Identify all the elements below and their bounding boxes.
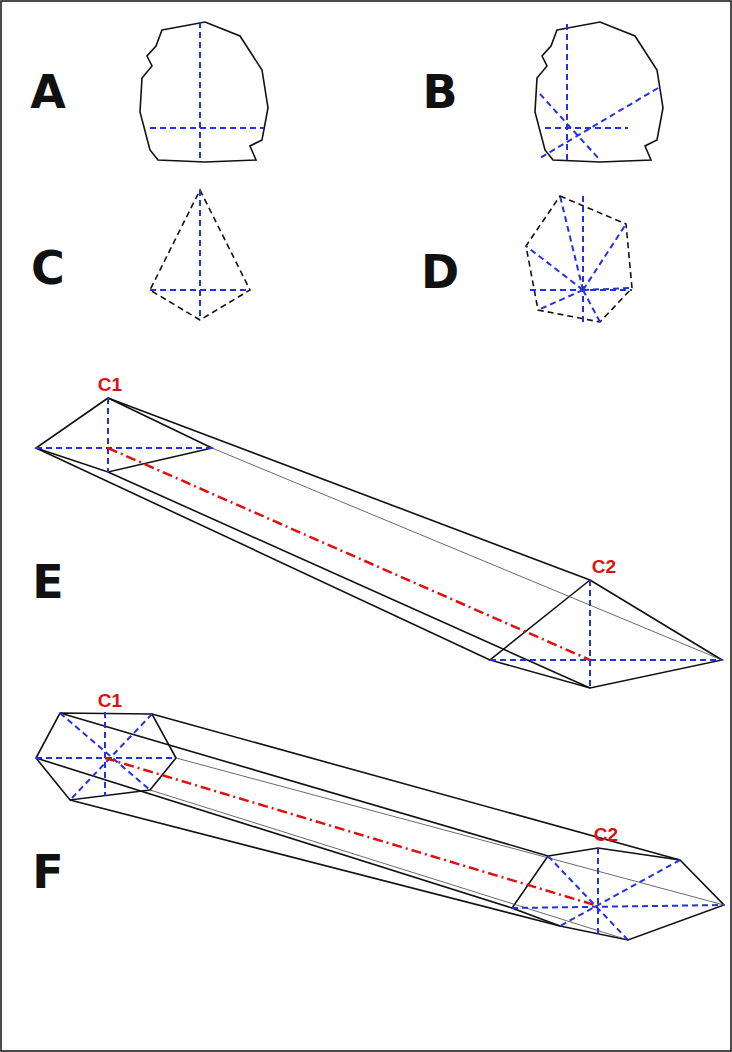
section-label: C2 [594,825,618,844]
kite-approximation [150,190,250,320]
panel-letter: A [30,69,66,115]
particle-outline-b [535,22,663,162]
section-label: C1 [98,375,122,394]
polygon-approximation [526,196,632,322]
panel-letter: E [32,559,63,605]
panel-letter: C [31,245,65,291]
panel-letter: D [421,249,459,295]
panel-letter: B [422,69,457,115]
particle-outline-a [140,22,268,162]
section-label: C2 [592,557,616,576]
prism-f [36,712,724,940]
prism-e [36,398,722,688]
panel-letter: F [32,849,63,895]
section-label: C1 [98,691,122,710]
